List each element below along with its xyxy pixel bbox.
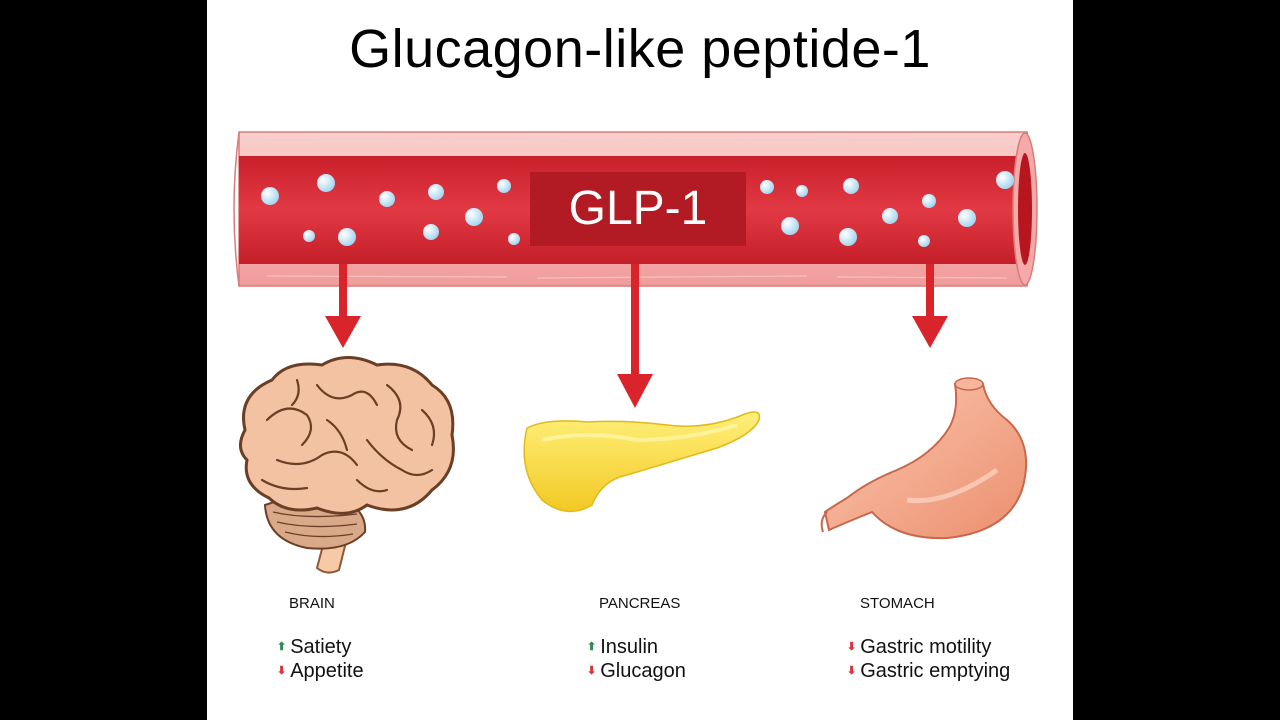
- down-arrow-icon: ⬇: [847, 665, 857, 677]
- effect-pancreas-2: ⬇Glucagon: [587, 660, 686, 682]
- pancreas-illustration: [523, 411, 761, 513]
- stomach-illustration: [820, 377, 1028, 540]
- glp1-molecules: [261, 171, 1014, 247]
- diagram-canvas: Glucagon-like peptide-1: [207, 0, 1073, 720]
- organ-label-brain: BRAIN: [289, 595, 335, 612]
- glp1-label: GLP-1: [568, 182, 708, 235]
- brain-illustration: [239, 356, 455, 574]
- effect-stomach-1: ⬇Gastric motility: [847, 636, 992, 658]
- effect-brain-2: ⬇Appetite: [277, 660, 364, 682]
- effect-pancreas-1: ⬆Insulin: [587, 636, 659, 658]
- effect-brain-1: ⬆Satiety: [277, 636, 352, 658]
- glp1-label-box: [530, 172, 746, 246]
- effect-stomach-2: ⬇Gastric emptying: [847, 660, 1011, 682]
- illustration: [233, 131, 1038, 574]
- arrow-to-pancreas: [617, 264, 653, 408]
- arrow-to-brain: [325, 264, 361, 348]
- up-arrow-icon: ⬆: [277, 641, 287, 653]
- organ-label-pancreas: PANCREAS: [599, 595, 681, 612]
- down-arrow-icon: ⬇: [277, 665, 287, 677]
- organ-label-stomach: STOMACH: [860, 595, 935, 612]
- up-arrow-icon: ⬆: [587, 641, 597, 653]
- down-arrow-icon: ⬇: [587, 665, 597, 677]
- arrow-to-stomach: [912, 264, 948, 348]
- down-arrow-icon: ⬇: [847, 641, 857, 653]
- diagram-title: Glucagon-like peptide-1: [349, 19, 931, 79]
